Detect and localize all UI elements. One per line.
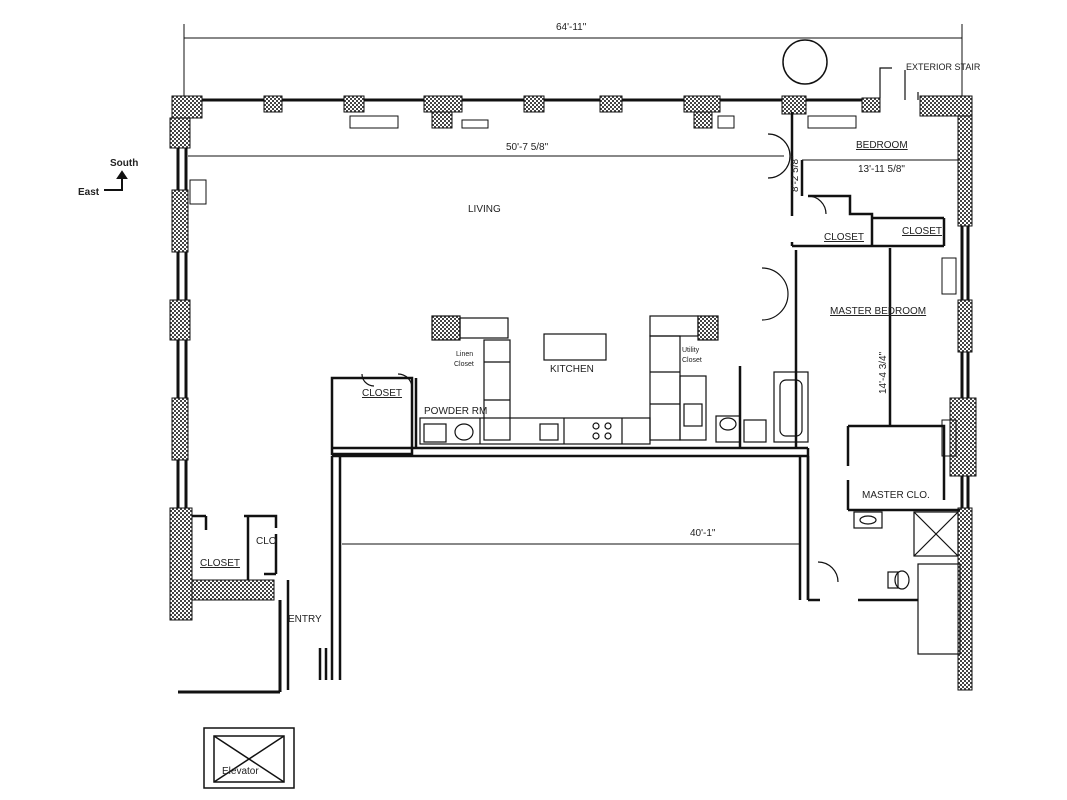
entry-walls [192,514,328,690]
hall-width-label: 40'-1" [690,528,716,539]
utility-closet-label-2: Closet [682,357,702,364]
kitchen-fixtures [419,315,767,445]
powder-room-label: POWDER RM [424,406,487,417]
exterior-stair-label: EXTERIOR STAIR [906,62,981,72]
overall-width-label: 64'-11" [556,22,587,33]
elevator-label: Elevator [222,766,259,777]
linen-closet-label-1: Linen [456,351,473,358]
clo-label: CLO [256,536,277,547]
living-label: LIVING [468,204,501,215]
living-width-label: 50'-7 5/8" [506,142,549,153]
compass-east-label: East [78,187,100,198]
master-depth-label: 14'-4 3/4" [878,351,889,394]
bedroom-label: BEDROOM [856,140,908,151]
compass-south-label: South [110,158,138,169]
exterior-walls [176,98,970,694]
bedroom-depth-label: 8'-2 5/8" [790,155,801,192]
master-bedroom-walls [794,248,960,602]
door-swings [361,133,839,583]
entry-label: ENTRY [288,614,322,625]
overall-dimension [183,24,963,100]
bath-fixtures [773,371,961,655]
linen-closet-label-2: Closet [454,361,474,368]
exterior-stair [879,67,919,100]
radiators [189,115,957,457]
elevator-icon [203,727,295,789]
closet-b-label: CLOSET [902,226,942,237]
master-closet-label: MASTER CLO. [862,490,930,501]
closet-a-label: CLOSET [824,232,864,243]
exterior-circle [782,39,828,85]
utility-closet-label-1: Utility [682,347,700,354]
master-bedroom-label: MASTER BEDROOM [830,306,926,317]
closet-c-label: CLOSET [362,388,402,399]
compass-icon [104,170,128,191]
bedroom-walls [790,112,946,248]
bedroom-width-label: 13'-11 5/8" [858,164,905,175]
wall-piers [169,95,977,691]
closet-d-label: CLOSET [200,558,240,569]
kitchen-label: KITCHEN [550,364,594,375]
kitchen-core-walls [330,366,810,680]
